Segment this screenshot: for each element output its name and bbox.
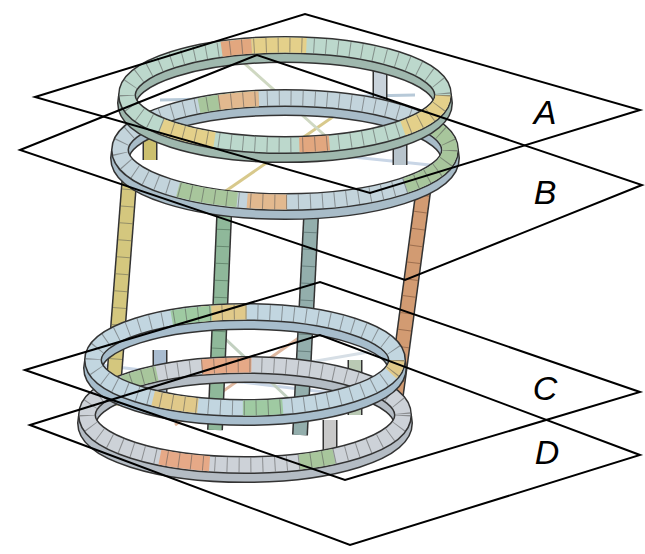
plane-edge	[20, 55, 642, 280]
plane-edge	[25, 282, 640, 480]
plane-edge	[35, 14, 640, 193]
plane-edge	[30, 335, 640, 545]
plane-letter: C	[533, 371, 558, 405]
section-plane: B	[20, 55, 642, 280]
plane-letter: B	[534, 175, 557, 209]
plane-letter: D	[535, 435, 560, 469]
plane-letter: A	[534, 95, 557, 129]
plane-outline	[20, 55, 642, 280]
section-plane: D	[30, 335, 640, 545]
ring-c	[93, 312, 397, 416]
section-plane: A	[35, 14, 640, 193]
